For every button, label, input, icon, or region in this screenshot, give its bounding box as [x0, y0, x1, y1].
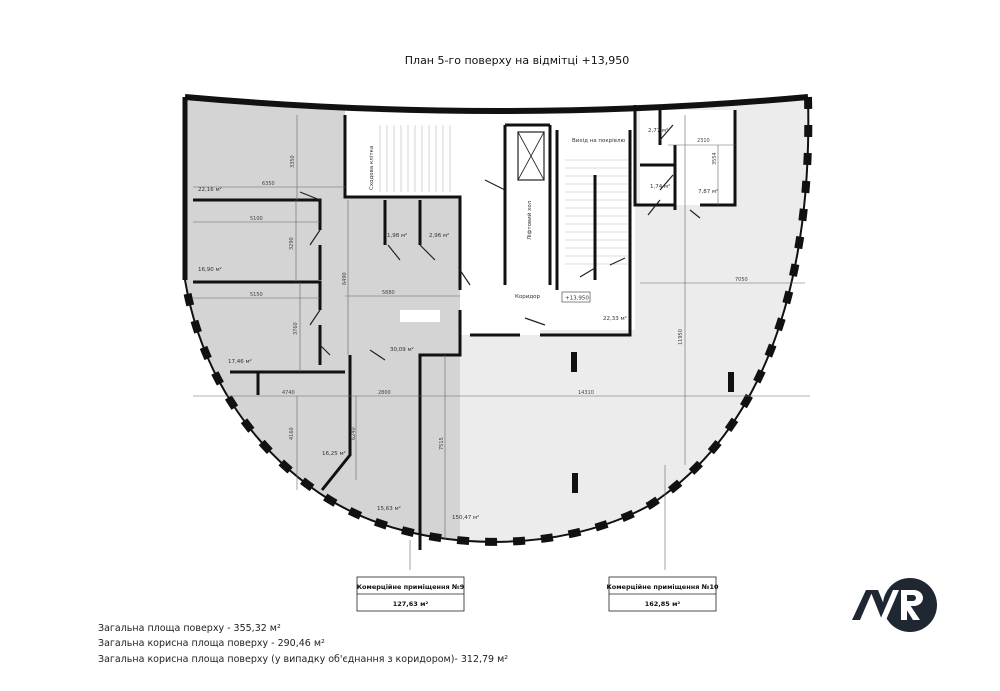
doors: [299, 124, 701, 361]
dimension: 5880: [382, 290, 395, 296]
callout-area: 162,85 м²: [645, 600, 681, 608]
room-area: 16,25 м²: [322, 450, 346, 457]
dimension: 4740: [282, 390, 295, 396]
floor-fills: [185, 97, 809, 542]
summary-line: Загальна корисна площа поверху - 290,46 …: [98, 638, 325, 649]
dimension: 2310: [697, 138, 710, 144]
room-area: 1,74 м²: [650, 183, 670, 190]
stair-label: Сходова клітка: [369, 146, 375, 190]
dimension: 3554: [712, 152, 718, 165]
dimension: 5150: [250, 292, 263, 298]
level-mark: +13,950: [565, 296, 589, 302]
dimension: 11950: [678, 329, 684, 345]
room-area: 2,96 м²: [429, 232, 449, 239]
dimension: 6240: [351, 427, 357, 440]
top-wall: [184, 94, 809, 114]
callout-commercial-10: Комерційне приміщення №10 162,85 м²: [606, 576, 719, 612]
roof-exit-label: Вихід на покрівлю: [572, 138, 625, 144]
lift-icon: [517, 131, 545, 181]
room-area: 7,87 м²: [698, 188, 718, 195]
callout-name: Комерційне приміщення №10: [606, 583, 719, 591]
corridor-label: Коридор: [515, 294, 541, 300]
summary-line: Загальна корисна площа поверху (у випадк…: [98, 654, 508, 665]
dimension: 4160: [289, 427, 295, 440]
lift-hall-label: Ліфтовий хол: [526, 200, 533, 240]
dimension: 3290: [289, 237, 295, 250]
dimension: 3760: [293, 322, 299, 335]
dimension: 6490: [342, 272, 348, 285]
stair-zone: [345, 110, 460, 197]
corridor-zone: [460, 110, 635, 330]
callout-commercial-9: Комерційне приміщення №9 127,63 м²: [356, 576, 465, 612]
ar-logo: [852, 578, 937, 632]
plan-title: План 5-го поверху на відмітці +13,950: [405, 54, 629, 67]
interior-walls: [193, 105, 737, 550]
callout-area: 127,63 м²: [393, 600, 429, 608]
columns: [571, 352, 734, 493]
dimension: 14310: [578, 390, 594, 396]
room-area: 22,16 м²: [198, 186, 222, 193]
room-area: 2,77 м²: [648, 127, 668, 134]
callout-name: Комерційне приміщення №9: [357, 583, 465, 591]
room-area: 22,33 м²: [603, 315, 627, 322]
service-rooms-zone: [640, 110, 735, 205]
dimension: 7050: [735, 277, 748, 283]
level-mark-box: [561, 291, 591, 303]
room-area: 150,47 м²: [452, 514, 479, 521]
summary-line: Загальна площа поверху - 355,32 м²: [98, 623, 281, 634]
dimension: 7515: [439, 437, 445, 450]
dimension: 6350: [262, 181, 275, 187]
dimension-lines: [193, 115, 810, 570]
room-area: 15,63 м²: [377, 505, 401, 512]
dimension: 3350: [290, 155, 296, 168]
room-area: 17,46 м²: [228, 358, 252, 365]
dimension: 2800: [378, 390, 391, 396]
room-area: 16,90 м²: [198, 266, 222, 273]
curved-wall-piers: [181, 96, 813, 546]
room-area: 1,98 м²: [387, 232, 407, 239]
room-area: 30,09 м²: [390, 346, 414, 353]
dimension: 5100: [250, 216, 263, 222]
